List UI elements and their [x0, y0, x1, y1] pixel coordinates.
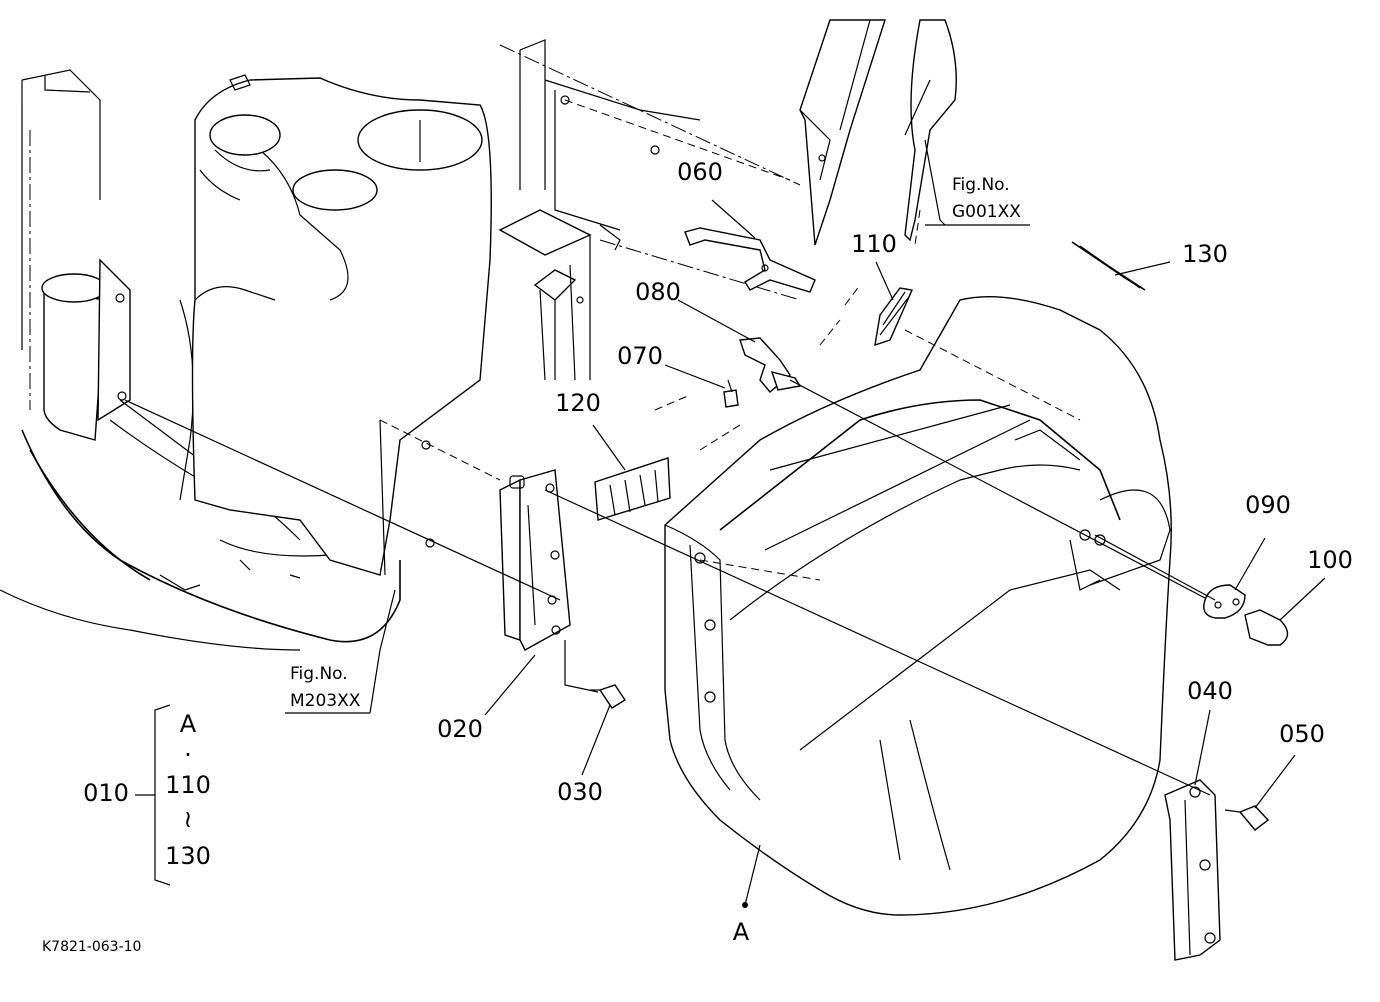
- callout-010: 010: [83, 779, 129, 807]
- bracket-line-a: A: [180, 710, 197, 738]
- callout-070: 070: [617, 342, 663, 370]
- steering-column-structure: [0, 69, 492, 651]
- decal-110: [874, 287, 914, 347]
- bolt-070: [723, 379, 739, 408]
- bracket-060: [684, 227, 816, 293]
- rear-frame: [498, 39, 801, 381]
- bracket-line-110: 110: [165, 771, 211, 799]
- washer-090: [1203, 584, 1246, 619]
- view-marker-a: A: [733, 918, 750, 946]
- callout-130: 130: [1182, 240, 1228, 268]
- callout-060: 060: [677, 158, 723, 186]
- bracket-080: [739, 337, 802, 393]
- cap-nut-100: [1244, 609, 1289, 646]
- callout-080: 080: [635, 278, 681, 306]
- callout-090: 090: [1245, 491, 1291, 519]
- callout-120: 120: [555, 389, 601, 417]
- decal-120: [594, 457, 671, 521]
- bolt-030: [590, 684, 626, 709]
- bracket-line-dot: ·: [184, 741, 192, 769]
- bolt-050: [1224, 805, 1270, 831]
- fig-ref-g001xx-top: Fig.No.: [952, 175, 1010, 195]
- fig-ref-m203xx-bottom: M203XX: [290, 691, 361, 711]
- callout-110: 110: [851, 230, 897, 258]
- fig-ref-m203xx-top: Fig.No.: [290, 664, 348, 684]
- hinge-part: [499, 469, 571, 651]
- callout-050: 050: [1279, 720, 1325, 748]
- decal-130: [1071, 241, 1146, 291]
- assembly-bracket: [135, 704, 171, 886]
- assembly-lines: [124, 209, 1216, 796]
- rops-posts: [799, 19, 957, 246]
- callout-040: 040: [1187, 677, 1233, 705]
- drawing-code: K7821-063-10: [42, 939, 141, 955]
- fig-ref-g001xx-bottom: G001XX: [952, 202, 1021, 222]
- callout-leaders: [285, 139, 1326, 908]
- bracket-line-130: 130: [165, 842, 211, 870]
- callout-100: 100: [1307, 546, 1353, 574]
- fender-cover: [664, 295, 1172, 916]
- bracket-line-tilde: ≀: [184, 805, 193, 833]
- callout-020: 020: [437, 715, 483, 743]
- plate-040: [1164, 779, 1221, 961]
- callout-030: 030: [557, 778, 603, 806]
